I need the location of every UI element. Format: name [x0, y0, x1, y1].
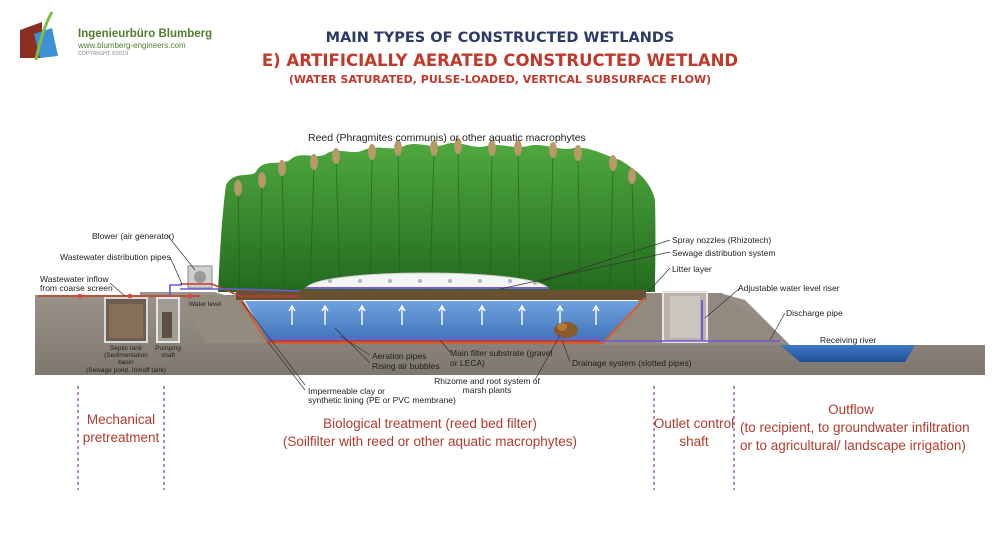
receiving-river [780, 345, 915, 362]
pumping-shaft [156, 297, 180, 343]
label-septic-line3: basin [118, 359, 134, 366]
phase-outlet-line2: shaft [679, 434, 709, 449]
spray-dome [305, 272, 550, 289]
filter-bed-water [245, 301, 644, 342]
label-rhizome-line1: Rhizome and root system of [434, 376, 540, 386]
label-lining-line1: Impermeable clay or [308, 386, 386, 396]
inlet-pipes [38, 283, 301, 297]
label-septic-line4: (Sewage pond, Imhoff tank) [86, 367, 166, 374]
litter-layer-band [236, 290, 646, 300]
septic-tank [104, 297, 148, 343]
label-water-level: Water level [189, 301, 222, 308]
label-septic-line2: (Sedimentation [104, 352, 148, 359]
label-reed: Reed (Phragmites communis) or other aqua… [308, 132, 586, 144]
phase-outflow-line1: Outflow [828, 402, 874, 417]
label-inflow-line1: Wastewater inflow [40, 274, 109, 284]
label-blower: Blower (air generator) [92, 231, 175, 241]
page-title: MAIN TYPES OF CONSTRUCTED WETLANDS [325, 30, 675, 46]
label-inflow-line2: from coarse screen [40, 283, 113, 293]
phase-outflow-line2: (to recipient, to groundwater infiltrati… [740, 420, 970, 435]
label-aeration-pipes: Aeration pipes [372, 351, 427, 361]
outlet-shaft [662, 291, 708, 343]
label-litter-layer: Litter layer [672, 264, 712, 274]
logo-company-name: Ingenieurbüro Blumberg [78, 28, 213, 40]
phase-biological-line2: (Soilfilter with reed or other aquatic m… [282, 434, 578, 449]
label-spray-nozzles: Spray nozzles (Rhizotech) [672, 235, 772, 245]
label-filter-line1: Main filter substrate (gravel [450, 348, 553, 358]
label-discharge-pipe: Discharge pipe [786, 308, 843, 318]
label-pumping-line2: shaft [160, 352, 176, 359]
logo-copyright: COPYRIGHT ©2019 [78, 51, 129, 57]
page-subtitle: E) ARTIFICIALLY AERATED CONSTRUCTED WETL… [261, 51, 739, 70]
phase-mechanical-line1: Mechanical [86, 412, 156, 427]
phase-dividers [77, 386, 735, 490]
label-receiving-river: Receiving river [820, 335, 877, 345]
air-bubble-arrows [288, 304, 600, 325]
label-distribution-pipes: Wastewater distribution pipes [60, 252, 171, 262]
leader-lines [109, 235, 786, 391]
logo-mark [20, 11, 58, 61]
page-description: (WATER SATURATED, PULSE-LOADED, VERTICAL… [288, 73, 712, 86]
filter-lining [239, 297, 646, 344]
label-septic-line1: Septic tank [109, 345, 143, 352]
phase-biological-line1: Biological treatment (reed bed filter) [323, 416, 537, 431]
label-sewage-distribution: Sewage distribution system [672, 248, 776, 258]
label-lining-line2: synthetic lining (PE or PVC membrane) [308, 395, 456, 405]
label-filter-line2: or LECA) [450, 358, 485, 368]
logo-website[interactable]: www.blumberg-engineers.com [78, 41, 186, 50]
label-water-level-riser: Adjustable water level riser [738, 283, 840, 293]
phase-outlet-line1: Outlet control [653, 416, 735, 431]
reed-plants [218, 138, 656, 292]
label-pumping-line1: Pumping [155, 345, 181, 352]
phase-outflow-line3: or to agricultural/ landscape irrigation… [740, 438, 966, 453]
label-drainage: Drainage system (slotted pipes) [572, 358, 692, 368]
label-rhizome-line2: marsh plants [462, 385, 512, 395]
phase-mechanical-line2: pretreatment [82, 430, 160, 445]
label-rising-air: Rising air bubbles [372, 361, 440, 371]
rhizome [554, 322, 578, 338]
blower-unit [187, 265, 213, 289]
